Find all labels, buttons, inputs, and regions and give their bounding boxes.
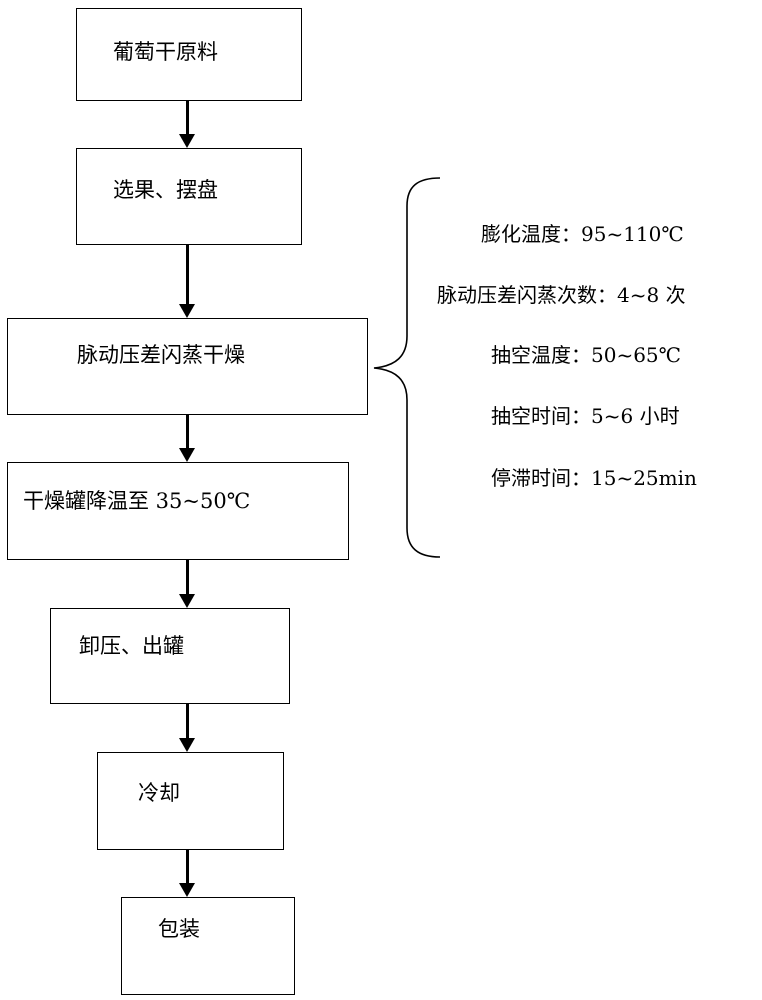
step-packaging-label: 包装	[158, 917, 200, 941]
arrow-6-line	[186, 850, 189, 884]
param-puffing-temperature: 膨化温度：95~110℃	[481, 222, 684, 246]
arrow-6-head	[179, 883, 195, 897]
arrow-2-head	[179, 304, 195, 318]
arrow-3-head	[179, 448, 195, 462]
param-vacuum-time: 抽空时间：5~6 小时	[491, 404, 680, 428]
step-select-tray-box: 选果、摆盘	[76, 148, 302, 245]
step-depressurize-box: 卸压、出罐	[50, 608, 290, 704]
step-raw-material-label: 葡萄干原料	[113, 40, 218, 64]
step-depressurize-label: 卸压、出罐	[79, 634, 184, 658]
step-cooling-label: 冷却	[138, 781, 180, 805]
arrow-4-line	[186, 560, 189, 595]
step-select-tray-label: 选果、摆盘	[113, 178, 218, 202]
arrow-5-line	[186, 704, 189, 739]
step-packaging-box: 包装	[121, 897, 295, 995]
param-vacuum-temperature: 抽空温度：50~65℃	[491, 343, 682, 367]
arrow-4-head	[179, 594, 195, 608]
step-raw-material-box: 葡萄干原料	[76, 8, 302, 101]
param-dwell-time: 停滞时间：15~25min	[491, 466, 697, 490]
arrow-2-line	[186, 245, 189, 305]
param-flash-count: 脉动压差闪蒸次数：4~8 次	[437, 283, 686, 307]
step-cool-tank-box: 干燥罐降温至 35~50℃	[7, 462, 349, 560]
step-cooling-box: 冷却	[97, 752, 284, 850]
arrow-1-line	[186, 101, 189, 135]
arrow-1-head	[179, 134, 195, 148]
step-cool-tank-label: 干燥罐降温至 35~50℃	[23, 489, 251, 513]
arrow-3-line	[186, 415, 189, 449]
arrow-5-head	[179, 738, 195, 752]
step-flash-drying-label: 脉动压差闪蒸干燥	[77, 343, 245, 367]
step-flash-drying-box: 脉动压差闪蒸干燥	[7, 318, 368, 415]
